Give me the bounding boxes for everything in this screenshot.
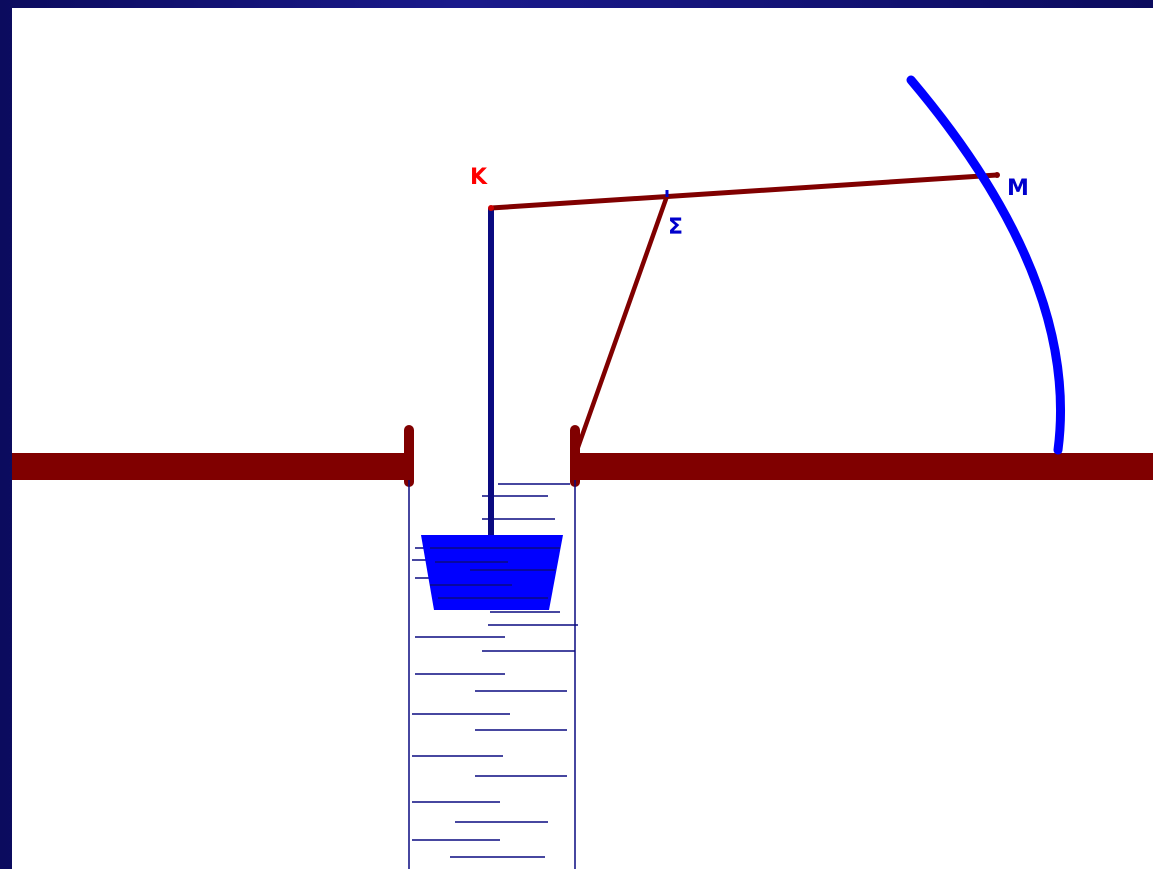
label-pivot: K — [470, 165, 488, 190]
support-strut — [574, 195, 670, 451]
pivot-point — [488, 205, 494, 211]
lever-rod — [490, 172, 998, 211]
label-end: M — [1007, 176, 1029, 201]
arc-path — [906, 75, 1065, 455]
label-joint: Σ — [668, 215, 683, 240]
ground-left — [12, 453, 409, 480]
ground-right — [577, 453, 1153, 480]
bucket-water-lines — [430, 547, 560, 599]
bucket-icon — [421, 535, 563, 610]
end-point — [994, 172, 1000, 178]
